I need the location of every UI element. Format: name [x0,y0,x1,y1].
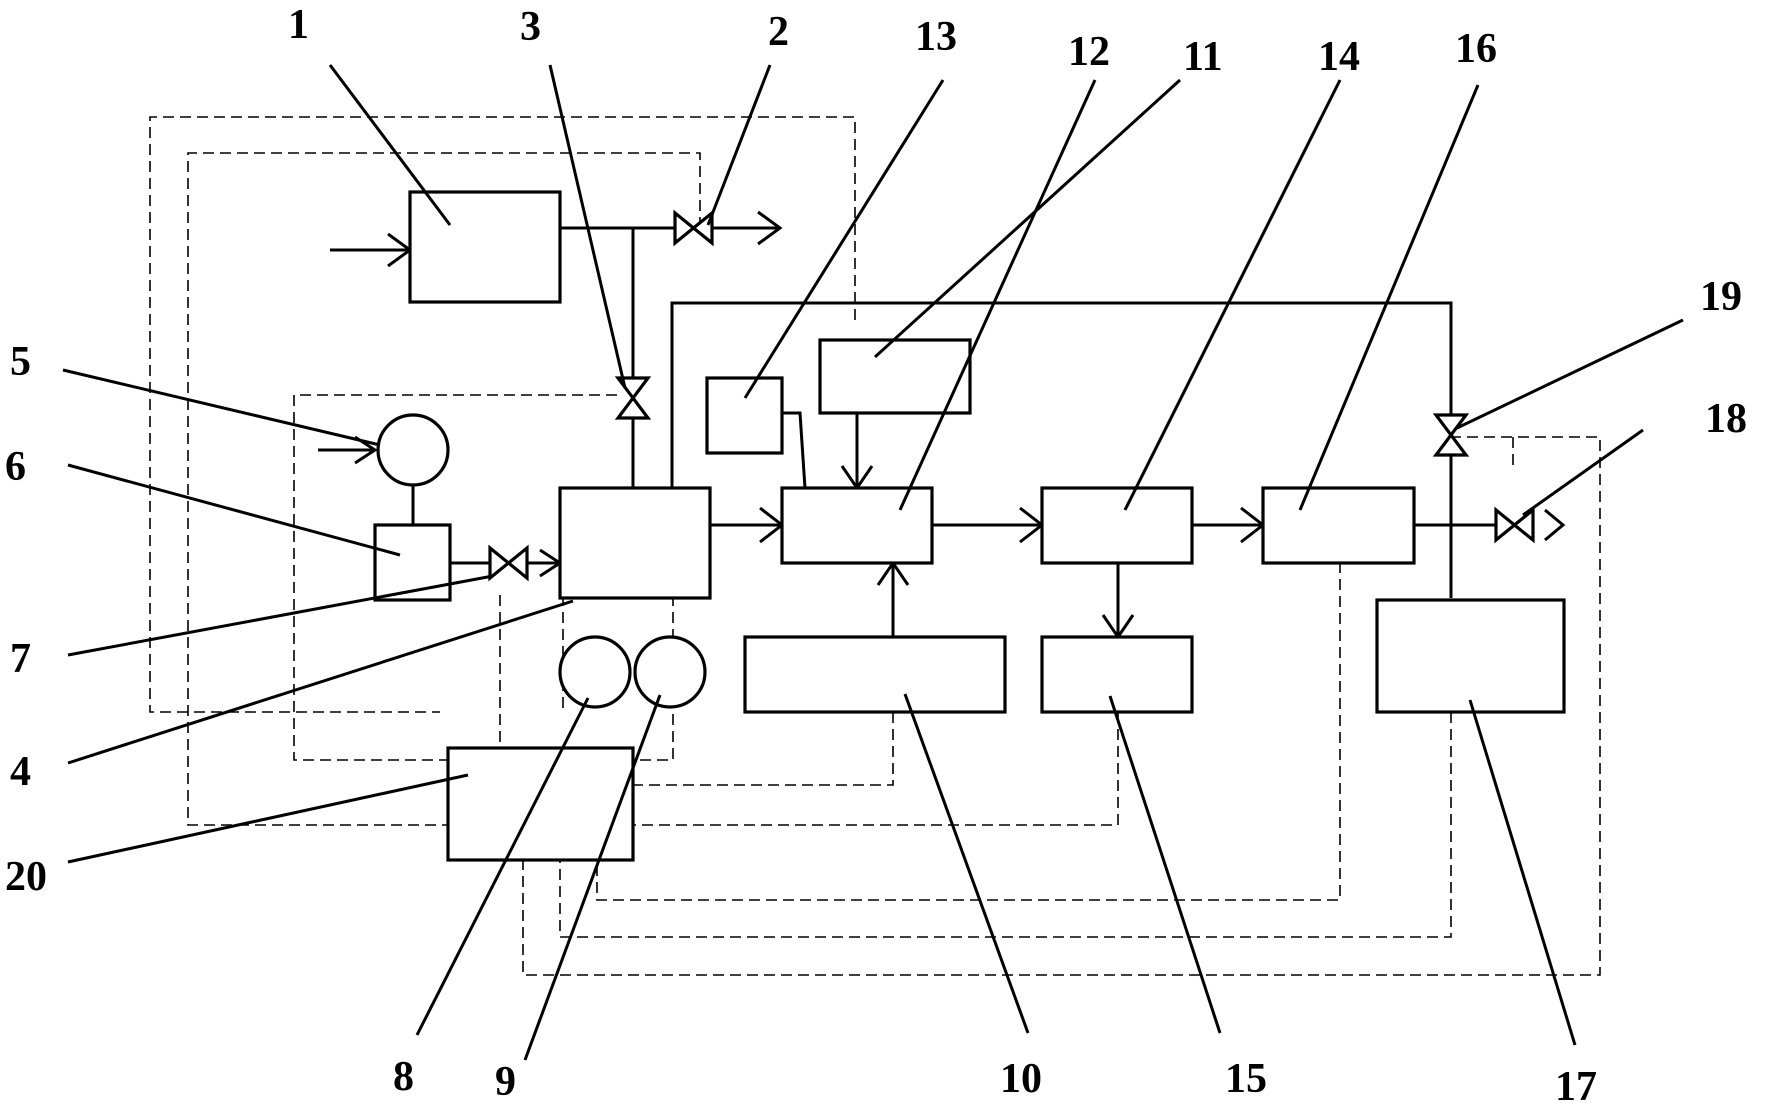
component-1-box [408,190,562,304]
label-4: 4 [10,749,31,795]
label-13: 13 [915,14,957,60]
component-5-circle [376,413,450,487]
component-6-box [373,523,452,602]
label-5: 5 [10,339,31,385]
label-11: 11 [1183,34,1223,80]
label-16: 16 [1455,26,1497,72]
component-15-box [1040,635,1194,714]
label-20: 20 [5,854,47,900]
label-10: 10 [1000,1056,1042,1102]
component-13-box [705,376,784,455]
label-3: 3 [520,4,541,50]
component-11-box [780,486,934,565]
component-4-box [558,486,712,600]
valve-2 [673,209,714,247]
circle-components [376,413,707,709]
label-15: 15 [1225,1056,1267,1102]
component-14-box [1040,486,1194,565]
label-2: 2 [768,9,789,55]
component-boxes [373,190,1566,862]
label-6: 6 [5,444,26,490]
component-12-box [818,338,972,415]
component-20-box [446,746,635,862]
label-12: 12 [1068,29,1110,75]
component-8-circle [558,635,632,709]
label-8: 8 [393,1054,414,1100]
label-9: 9 [495,1059,516,1103]
valve-19 [1432,413,1470,457]
valve-7 [488,544,529,582]
label-17: 17 [1555,1064,1597,1103]
component-10-box [743,635,1007,714]
valve-3 [614,376,652,420]
component-labels: 1 2 3 4 5 6 7 8 9 10 11 12 13 14 15 16 1… [5,2,1747,1103]
label-1: 1 [288,2,309,48]
leader-lines [62,64,1684,1061]
dashed-control-lines [149,116,1601,976]
valves [488,209,1535,582]
label-18: 18 [1705,396,1747,442]
solid-pipes [318,210,1566,640]
label-14: 14 [1318,34,1360,80]
valve-18 [1494,506,1535,544]
label-7: 7 [10,636,31,682]
component-16-box [1261,486,1416,565]
label-19: 19 [1700,274,1742,320]
component-9-circle [633,635,707,709]
component-17-box [1375,598,1566,714]
